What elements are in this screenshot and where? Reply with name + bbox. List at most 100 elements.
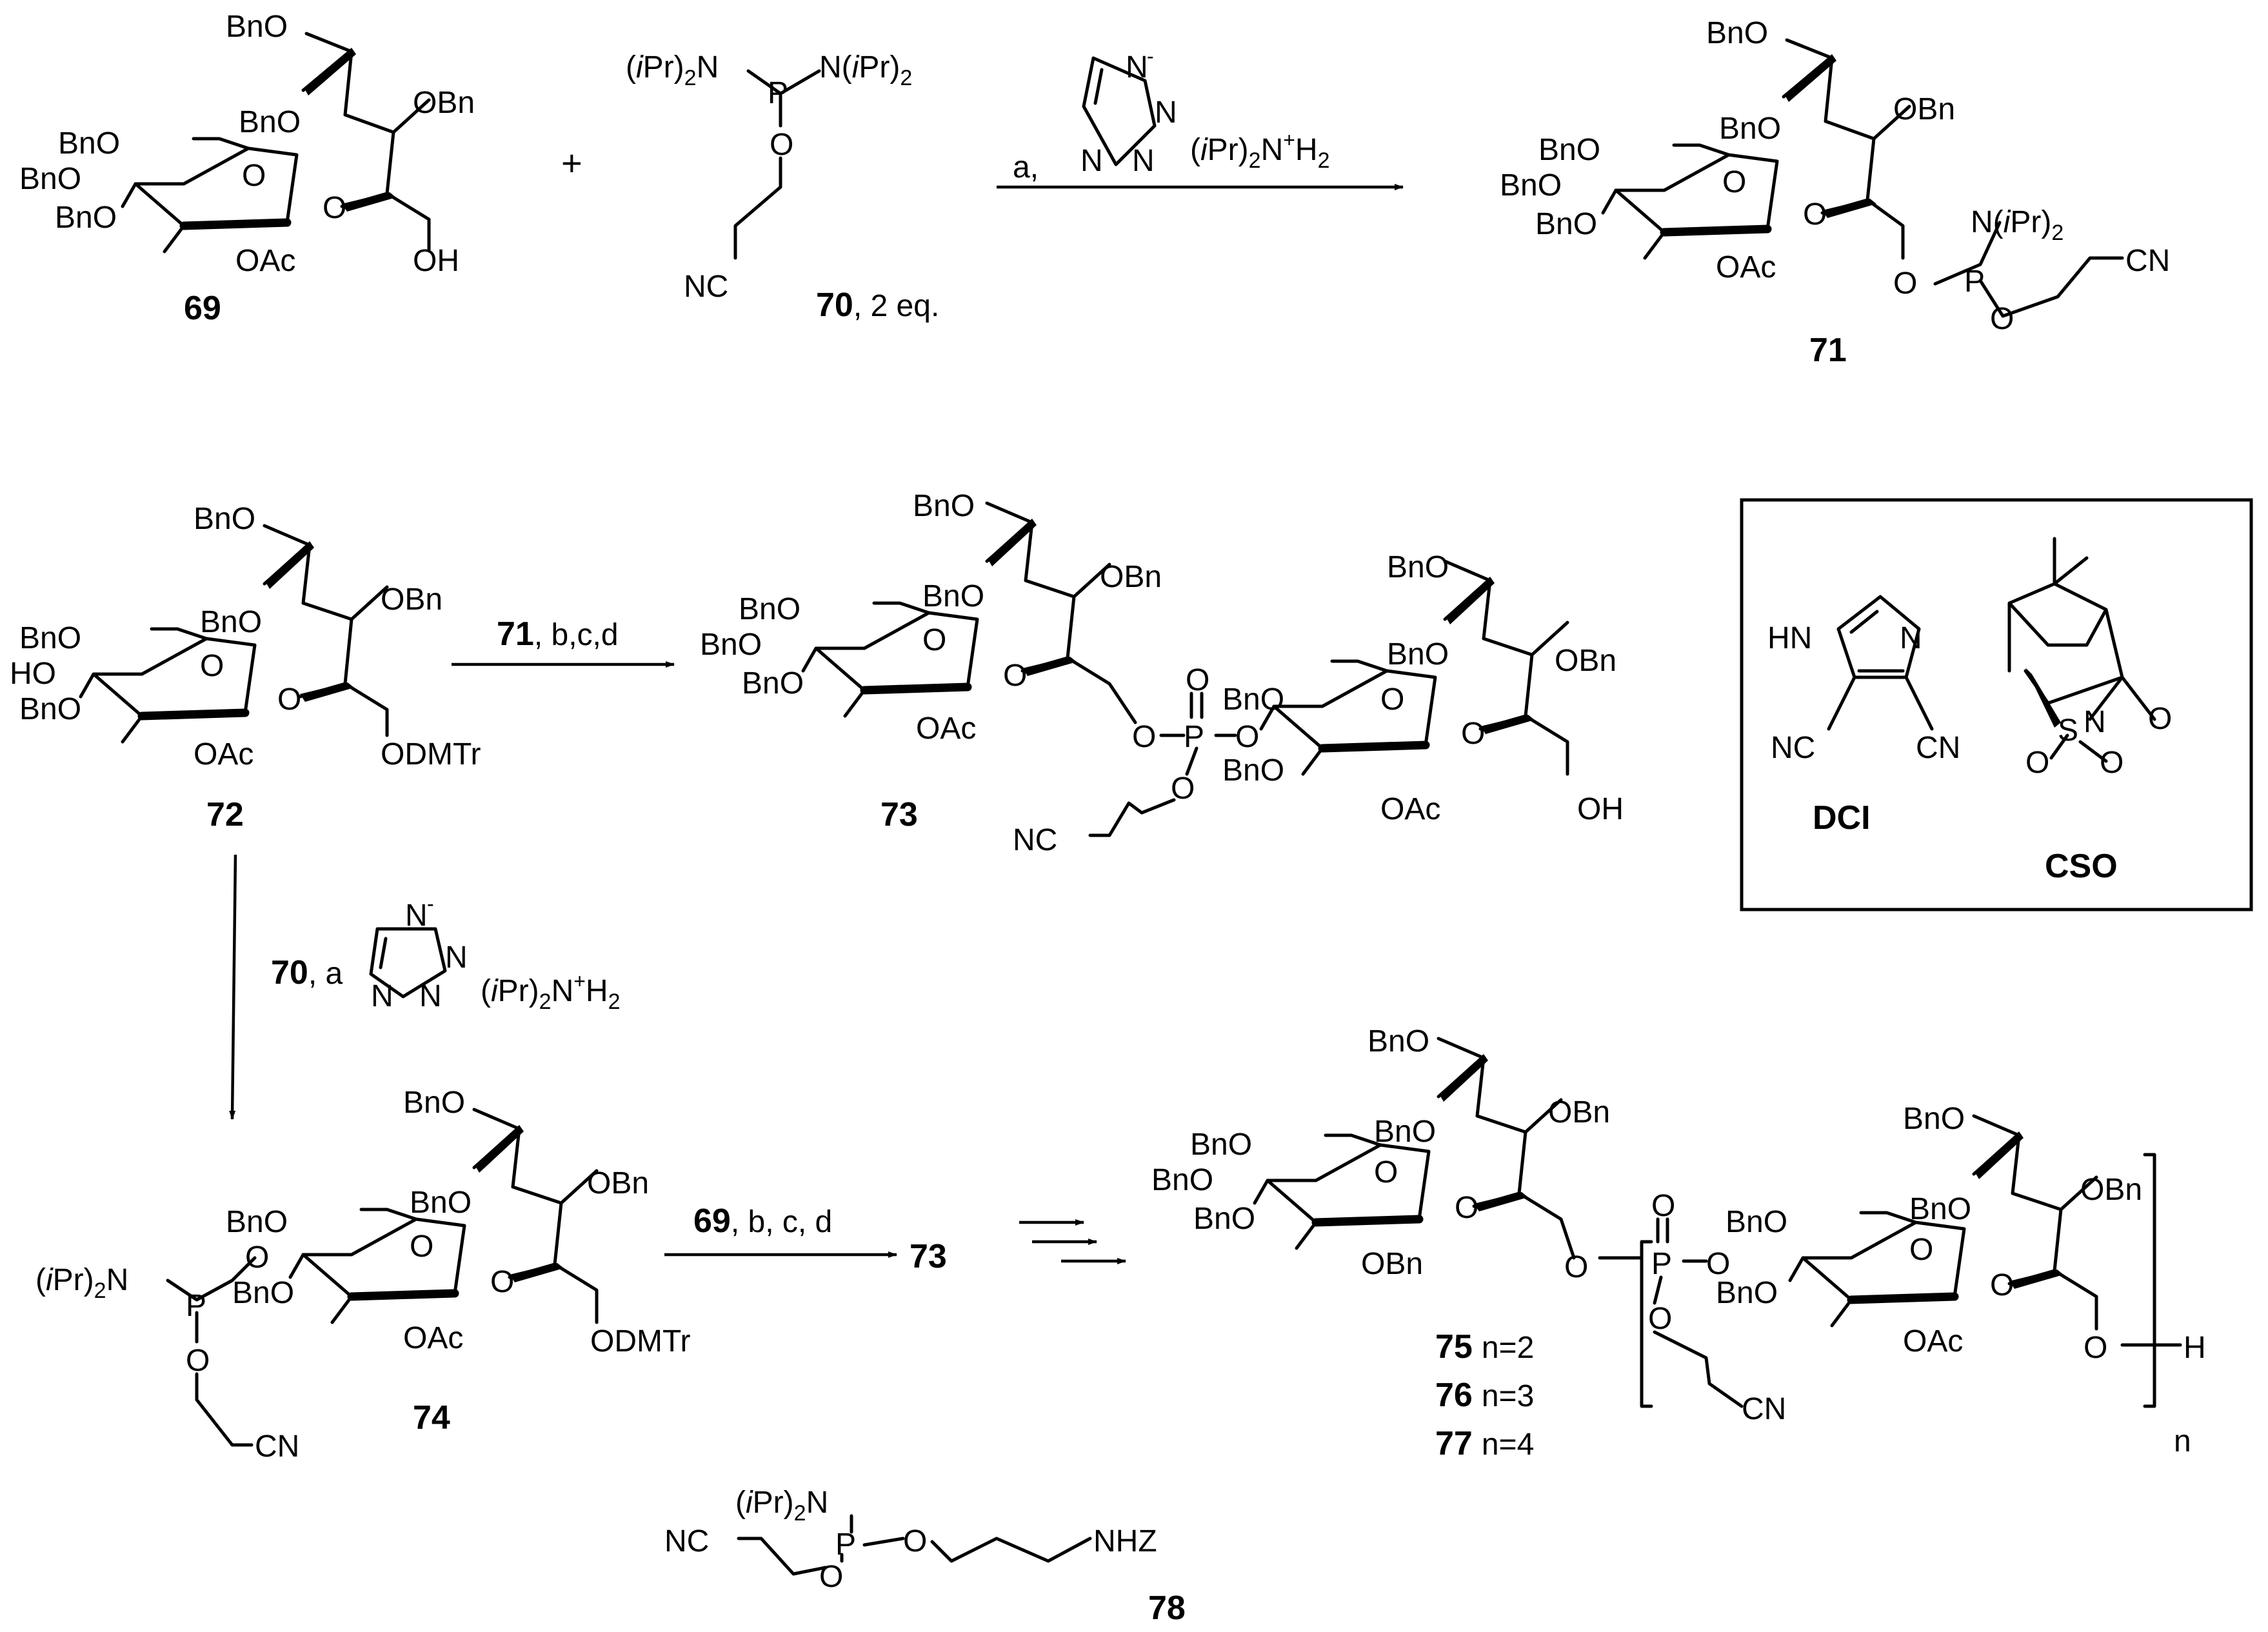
reagent-70-a: 70, a bbox=[271, 954, 343, 991]
label-obn: OBn bbox=[2080, 1173, 2142, 1207]
label-o: O bbox=[1132, 720, 1156, 754]
compound-69: BnO BnO OBn BnO BnO BnO O O OAc OH 69 bbox=[19, 10, 475, 327]
compound-72-number: 72 bbox=[206, 796, 244, 833]
label-bno: BnO bbox=[1387, 550, 1449, 584]
compound-71-number: 71 bbox=[1809, 332, 1847, 369]
label-n: N bbox=[419, 979, 442, 1013]
label-nc: NC bbox=[684, 270, 728, 304]
label-bno: BnO bbox=[200, 605, 262, 639]
label-n: N bbox=[1155, 95, 1177, 130]
label-ring-o: O bbox=[1909, 1233, 1933, 1267]
reagent-inset-box: HN N NC CN DCI O N S O O CSO bbox=[1740, 498, 2253, 911]
label-bno: BnO bbox=[1374, 1115, 1436, 1149]
compound-73-number: 73 bbox=[880, 796, 918, 833]
label-obn: OBn bbox=[381, 582, 443, 617]
label-bno: BnO bbox=[1387, 637, 1449, 672]
label-phosphorus: P bbox=[186, 1289, 206, 1323]
label-cn: CN bbox=[1742, 1392, 1786, 1426]
label-nc: NC bbox=[664, 1524, 709, 1558]
label-obn: OBn bbox=[1555, 644, 1616, 678]
label-oac: OAc bbox=[916, 712, 976, 746]
label-ipr2n: (iPr)2N bbox=[735, 1486, 828, 1526]
label-hn: HN bbox=[1767, 621, 1812, 655]
compound-70-label: 70, 2 eq. bbox=[816, 286, 939, 324]
label-glycosidic-o: O bbox=[1803, 197, 1827, 232]
label-bno: BnO bbox=[1500, 168, 1562, 203]
label-bno: BnO bbox=[1222, 682, 1284, 717]
reagent-71-bcd: 71, b,c,d bbox=[497, 615, 619, 653]
label-o: O bbox=[770, 128, 793, 162]
label-glycosidic-o: O bbox=[277, 682, 301, 717]
label-ho: HO bbox=[10, 657, 56, 691]
label-ring-o: O bbox=[1722, 165, 1746, 199]
label-oac: OAc bbox=[235, 244, 295, 278]
label-ipr2nh2: (iPr)2N+H2 bbox=[481, 970, 621, 1014]
label-ring-o: O bbox=[1374, 1155, 1398, 1189]
arrow-step-70-a: 70, a N - N N N (iPr)2N+H2 bbox=[229, 854, 621, 1120]
label-obn: OBn bbox=[1100, 560, 1162, 594]
label-bno: BnO bbox=[1151, 1163, 1213, 1197]
label-bno: BnO bbox=[1706, 16, 1768, 50]
label-o: O bbox=[819, 1560, 843, 1594]
label-o: O bbox=[1893, 266, 1917, 301]
label-o: O bbox=[1706, 1247, 1730, 1281]
label-o: O bbox=[903, 1524, 927, 1558]
label-n-index: n bbox=[2174, 1424, 2191, 1458]
label-n: N bbox=[1900, 621, 1922, 655]
label-bno: BnO bbox=[1716, 1276, 1778, 1310]
label-glycosidic-o: O bbox=[1461, 717, 1485, 751]
label-bno: BnO bbox=[410, 1186, 472, 1220]
cso-label: CSO bbox=[2045, 848, 2118, 885]
label-obn: OBn bbox=[1548, 1095, 1610, 1129]
label-tetrazolide-n: N bbox=[1126, 50, 1148, 85]
compound-71: BnO BnO OBn BnO BnO BnO O O OAc O P N(iP… bbox=[1500, 16, 2170, 369]
dci-label: DCI bbox=[1813, 799, 1871, 837]
label-o: O bbox=[1235, 720, 1259, 754]
label-bno: BnO bbox=[19, 692, 81, 726]
label-oh: OH bbox=[413, 244, 459, 278]
compound-73: BnO BnO OBn BnO BnO BnO O O OAc O O P O … bbox=[700, 489, 1624, 857]
compound-70: (iPr)2N P N(iPr)2 O NC 70, 2 eq. bbox=[626, 50, 939, 324]
label-o: O bbox=[1171, 771, 1195, 806]
label-bno: BnO bbox=[1193, 1202, 1255, 1236]
arrow-step-a: a, N - N N N (iPr)2N+H2 bbox=[997, 45, 1404, 190]
label-oac: OAc bbox=[194, 737, 254, 771]
svg-text:-: - bbox=[427, 892, 434, 915]
compound-69-number: 69 bbox=[184, 290, 221, 327]
label-bno: BnO bbox=[742, 666, 804, 701]
arrow-step-69-bcd: 69, b, c, d 73 bbox=[664, 1202, 1126, 1275]
label-h: H bbox=[2183, 1331, 2206, 1365]
label-obn: OBn bbox=[1361, 1247, 1423, 1281]
label-bno: BnO bbox=[19, 621, 81, 655]
label-bno: BnO bbox=[194, 502, 255, 536]
label-o: O bbox=[1648, 1302, 1672, 1336]
label-ipr2n: (iPr)2N bbox=[626, 50, 719, 90]
label-ring-o: O bbox=[1380, 682, 1404, 717]
label-bno: BnO bbox=[922, 579, 984, 613]
label-phosphorus: P bbox=[1964, 264, 1985, 299]
label-tetrazolide-n: N bbox=[405, 899, 428, 933]
label-glycosidic-o: O bbox=[490, 1265, 514, 1299]
label-nipr2: N(iPr)2 bbox=[819, 50, 912, 90]
label-bno: BnO bbox=[1538, 133, 1600, 167]
label-glycosidic-o: O bbox=[323, 191, 346, 225]
label-ring-o: O bbox=[922, 623, 946, 657]
label-n: N bbox=[371, 979, 393, 1013]
label-bno: BnO bbox=[913, 489, 975, 523]
intermediate-73: 73 bbox=[910, 1238, 947, 1275]
label-bno: BnO bbox=[226, 1205, 288, 1239]
label-bno: BnO bbox=[1909, 1192, 1971, 1226]
label-n: N bbox=[2084, 705, 2106, 739]
label-phosphorus: P bbox=[1651, 1247, 1672, 1281]
label-oac: OAc bbox=[1716, 250, 1776, 284]
label-o: O bbox=[186, 1344, 210, 1378]
label-nc: NC bbox=[1771, 731, 1815, 765]
label-bno: BnO bbox=[1190, 1128, 1252, 1162]
label-cn: CN bbox=[2125, 244, 2170, 278]
label-bno: BnO bbox=[226, 10, 288, 44]
label-ring-o: O bbox=[242, 159, 266, 193]
